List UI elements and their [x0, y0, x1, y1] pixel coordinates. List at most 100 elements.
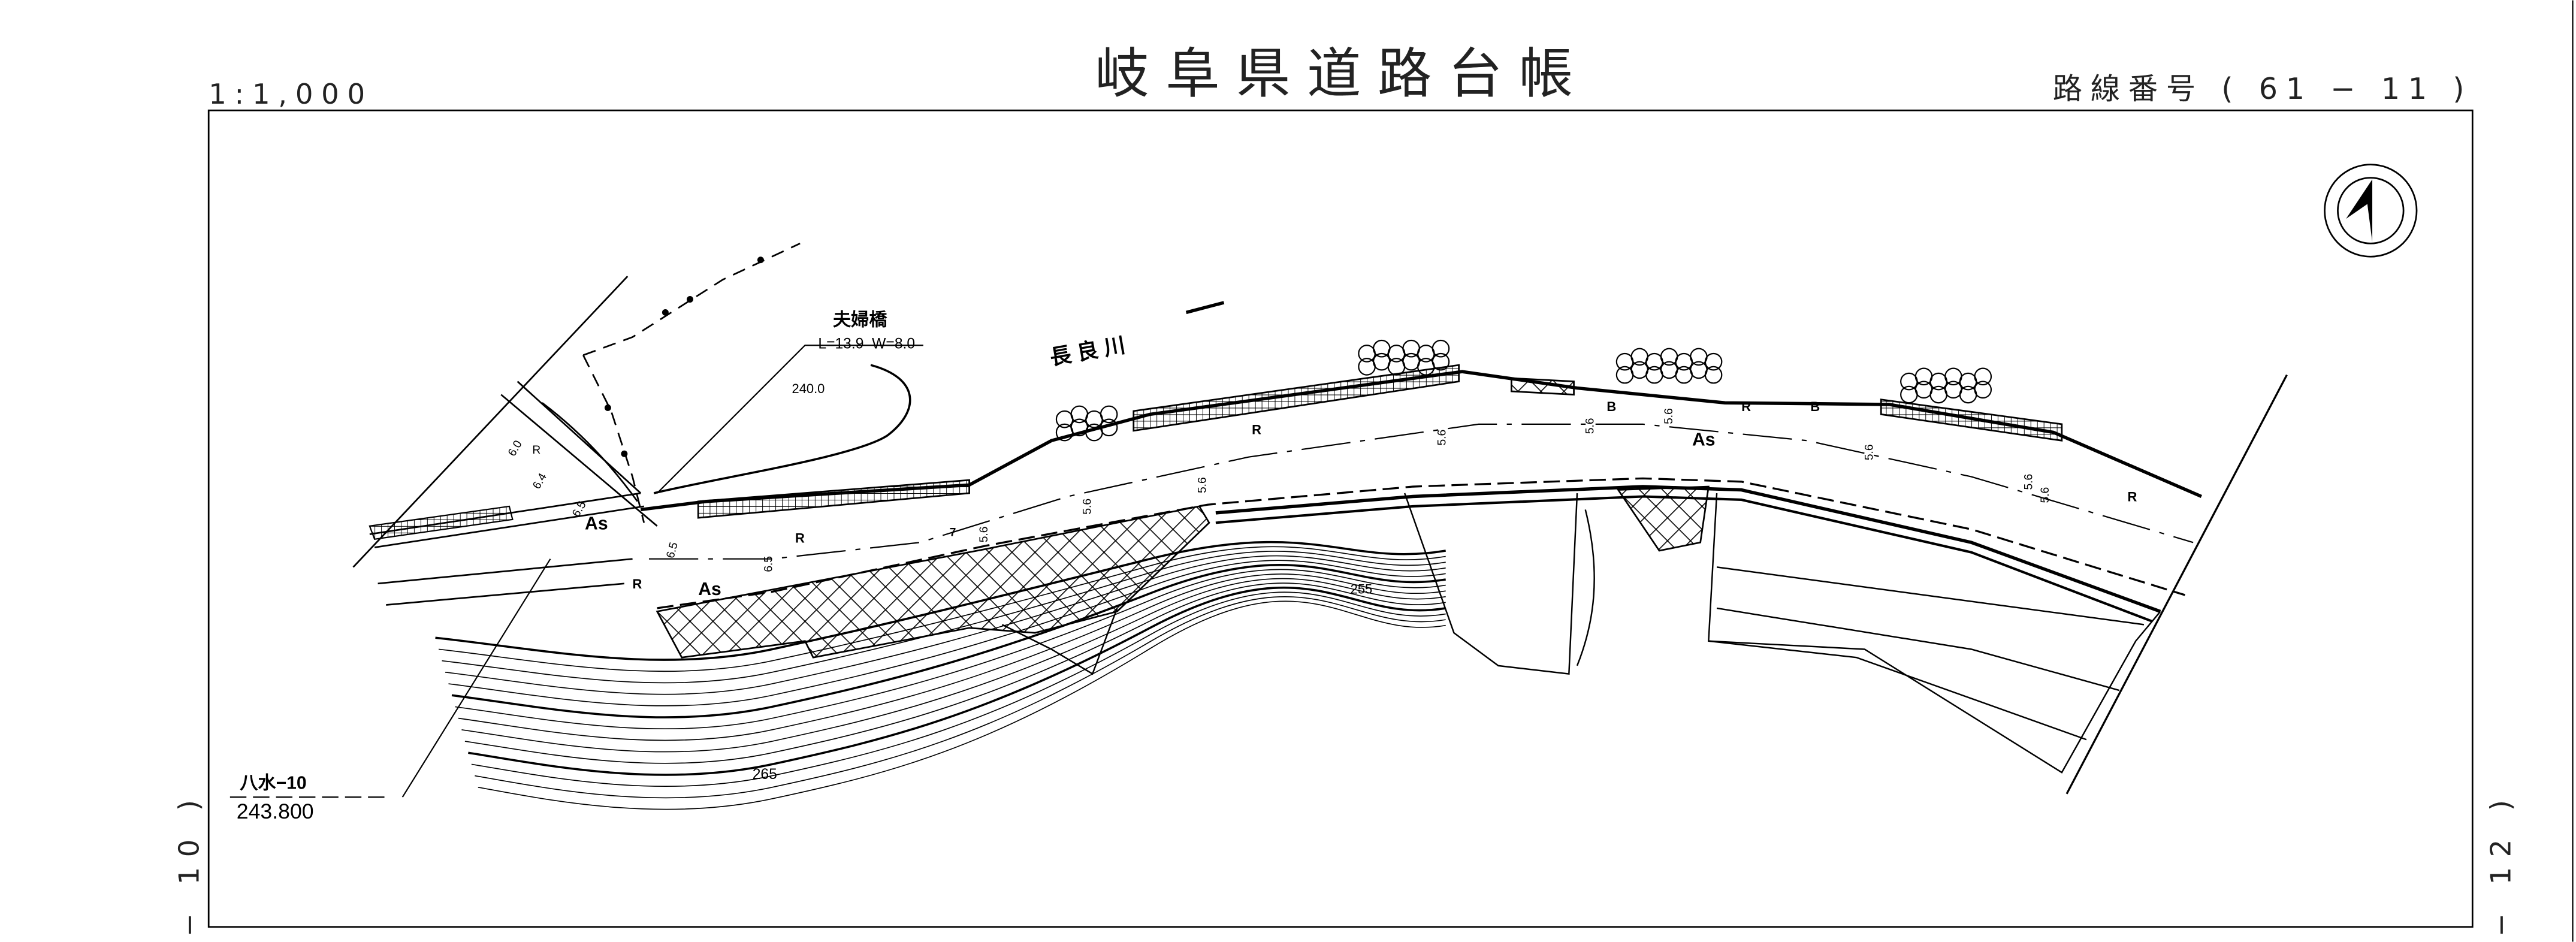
tree-symbol	[1914, 381, 1933, 399]
width-label: 6.5	[665, 541, 681, 560]
tree-symbol	[1630, 348, 1649, 366]
tree-symbol	[1900, 372, 1918, 391]
surface-label: B	[1606, 399, 1616, 414]
contour-line	[478, 600, 1446, 810]
tree-symbol	[1372, 339, 1391, 358]
width-label: 5.6	[1436, 430, 1449, 446]
tree-symbol	[1645, 352, 1663, 371]
contour-line	[468, 586, 1446, 776]
width-label: 5.6	[1864, 444, 1876, 460]
tree-symbol	[1929, 385, 1948, 404]
tree-symbol	[1100, 405, 1118, 424]
tree-symbol	[1944, 381, 1962, 399]
width-label: 6.5	[763, 556, 775, 572]
tree-symbol	[1645, 366, 1663, 384]
contour-line	[458, 573, 1446, 741]
contour-lines	[435, 541, 1446, 810]
sheet-title: 岐阜県道路台帳	[1095, 43, 1589, 105]
contour-line	[471, 591, 1446, 787]
tree-symbol	[1432, 339, 1450, 358]
contour-line	[445, 555, 1446, 695]
tree-symbol	[1914, 367, 1933, 386]
contour-line	[464, 582, 1446, 764]
surface-label: R	[633, 576, 642, 591]
tree-symbol	[1929, 372, 1948, 391]
map-frame	[207, 109, 2474, 928]
tree-symbol	[1402, 352, 1420, 371]
spot-elevation: 240.0	[792, 381, 825, 396]
tree-symbol	[1387, 345, 1406, 363]
contour-line	[451, 564, 1446, 718]
tree-symbol	[1358, 345, 1376, 363]
surface-label: As	[1692, 430, 1716, 450]
tree-symbol	[1675, 366, 1693, 384]
tree-symbol	[1085, 410, 1103, 428]
width-label: 5.6	[978, 527, 990, 543]
surface-label: B	[1810, 399, 1820, 414]
tree-symbol	[1402, 339, 1420, 358]
benchmark-name: 八水−10	[240, 773, 306, 793]
tree-symbol	[1900, 385, 1918, 404]
contour-label: 255	[1351, 581, 1373, 596]
tree-symbol	[1615, 352, 1634, 371]
surface-label: R	[1252, 422, 1261, 437]
surface-label: As	[585, 514, 608, 533]
width-label: 5.6	[1584, 418, 1596, 434]
hatched-slope	[1617, 485, 1710, 552]
tree-symbol	[1055, 410, 1074, 428]
tree-symbol	[1690, 361, 1708, 379]
tree-symbol	[1387, 358, 1406, 376]
tree-symbol	[1944, 367, 1962, 386]
width-label: 5.6	[1081, 499, 1094, 515]
tree-symbol	[1630, 361, 1649, 379]
bridge-name: 夫婦橋	[833, 309, 887, 330]
next-sheet-ref: − 12 )	[2484, 790, 2517, 937]
width-label: 6.4	[530, 471, 549, 491]
tree-symbol	[1372, 352, 1391, 371]
contour-line	[435, 541, 1446, 661]
width-label: 6.0	[506, 439, 525, 459]
tree-symbol	[1615, 366, 1634, 384]
scale-label: 1:1,000	[209, 78, 373, 110]
contour-line	[461, 578, 1446, 753]
contour-line	[442, 551, 1446, 684]
prev-sheet-ref: − 10 )	[173, 790, 206, 937]
tree-symbol	[1417, 345, 1435, 363]
guard-fence	[369, 364, 2063, 540]
surface-label: R	[1741, 399, 1751, 414]
width-label: 5.6	[2022, 474, 2035, 490]
tree-symbol	[1100, 418, 1118, 437]
map-linework	[229, 243, 2288, 798]
surface-label: 7	[950, 526, 956, 539]
tree-symbol	[1660, 348, 1678, 366]
surface-label: R	[795, 530, 805, 545]
contour-line	[455, 569, 1446, 730]
tree-symbol	[1358, 358, 1376, 376]
route-number: 路線番号 ( 61 − 11 )	[2053, 71, 2473, 106]
tree-symbol	[1704, 352, 1723, 371]
bridge-dimensions: L=13.9 W=8.0	[818, 336, 915, 352]
contour-line	[448, 560, 1446, 707]
contour-line	[475, 596, 1446, 799]
width-label: 5.6	[2039, 487, 2052, 503]
surface-label: R	[2128, 490, 2137, 505]
contour-label: 265	[753, 766, 777, 783]
tree-symbol	[1432, 352, 1450, 371]
tree-symbol	[1959, 385, 1977, 404]
north-arrow-icon	[2324, 164, 2418, 258]
tree-symbol	[1974, 381, 1992, 399]
width-label: 5.6	[1663, 408, 1675, 424]
tree-symbol	[1704, 366, 1723, 384]
river-name: 長 良 川	[1048, 333, 1127, 370]
width-label: 5.6	[1196, 477, 1209, 493]
tree-symbol	[1675, 352, 1693, 371]
tree-symbol	[1974, 367, 1992, 386]
surface-label: As	[698, 579, 721, 599]
map-labels: 長 良 川 夫婦橋 L=13.9 W=8.0 240.0 八水−10 243.8…	[237, 309, 2137, 823]
tree-clusters	[1055, 339, 1992, 442]
tree-symbol	[1690, 348, 1708, 366]
contour-line	[438, 546, 1446, 672]
tree-symbol	[1070, 405, 1089, 424]
tree-symbol	[1660, 361, 1678, 379]
